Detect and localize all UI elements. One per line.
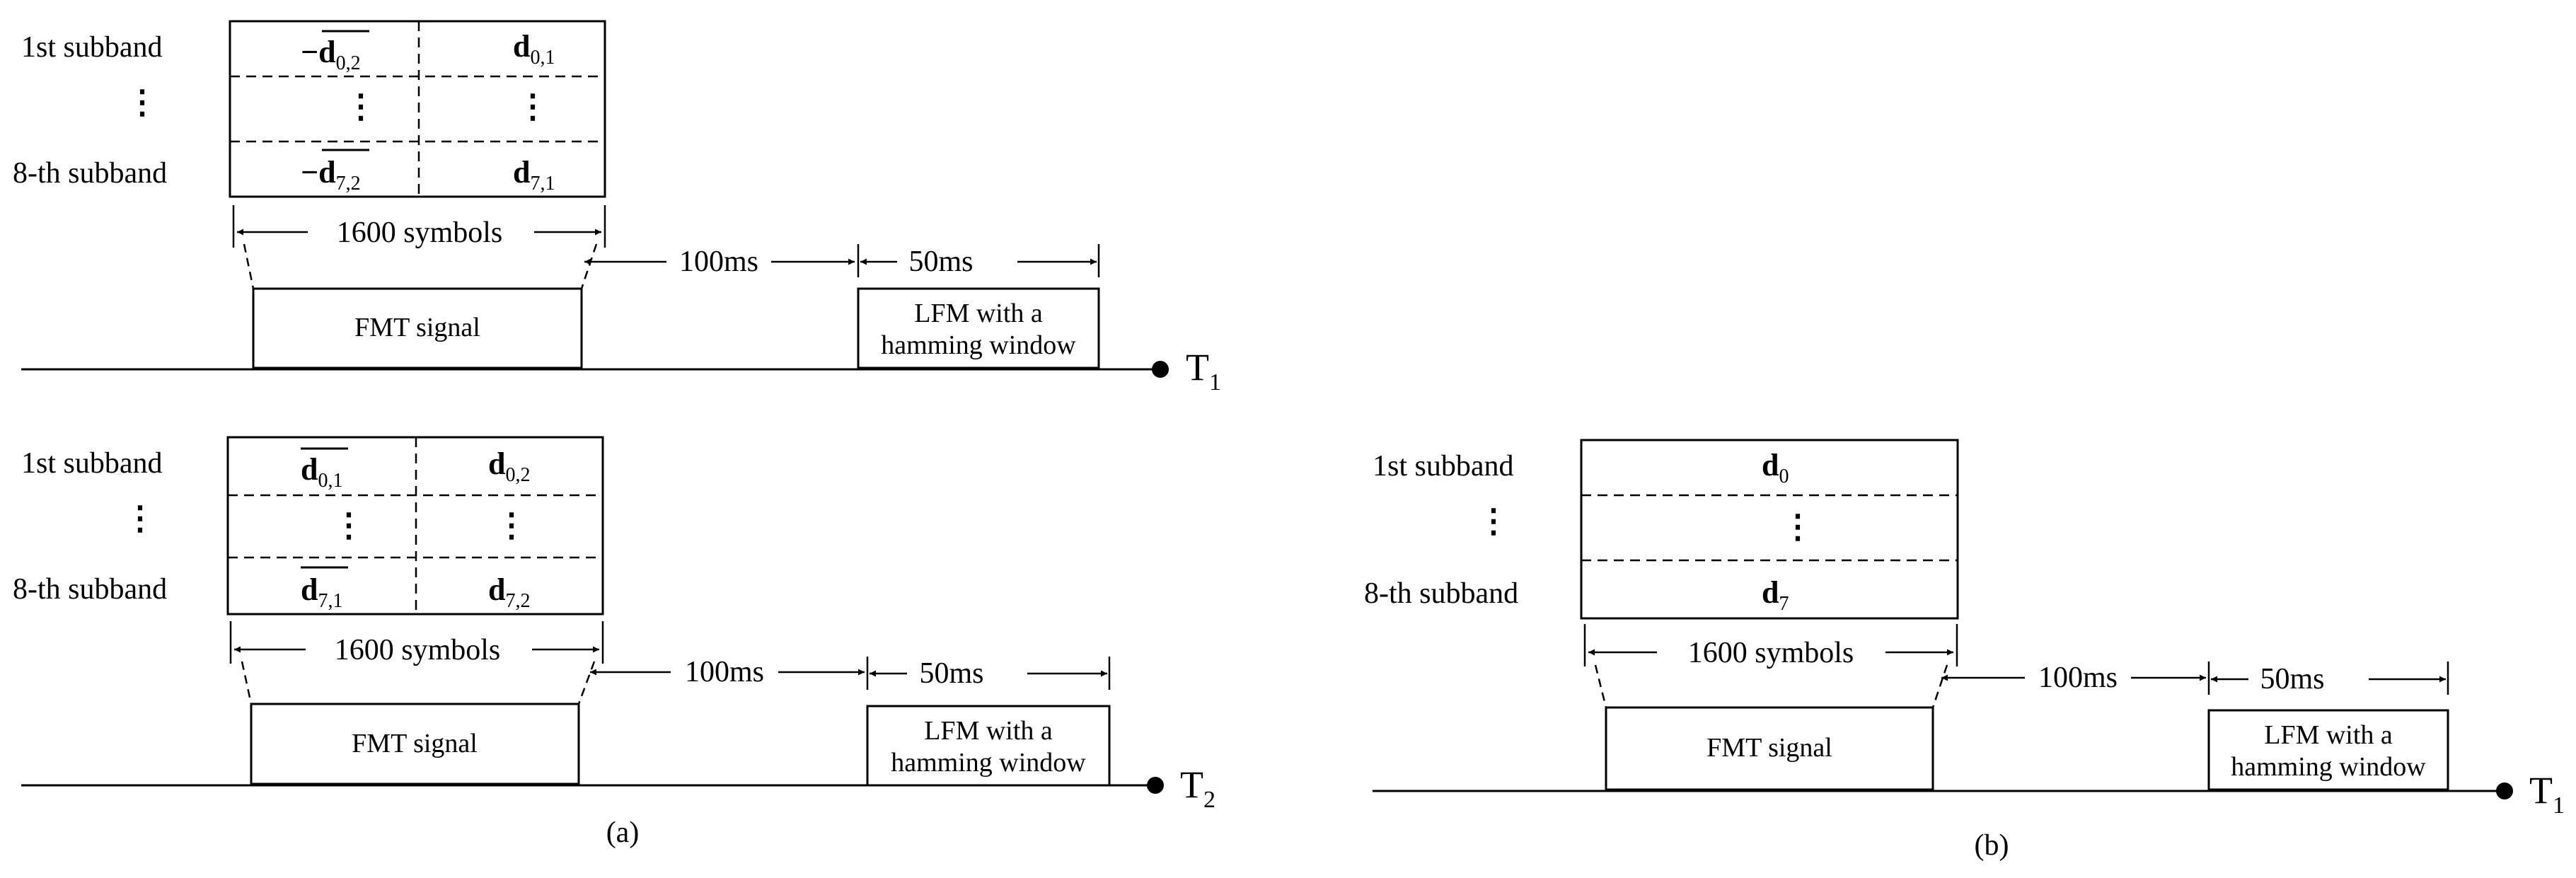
row-label-last-subband: 8-th subband: [13, 573, 167, 606]
row-label-dots: ⋮: [126, 84, 158, 120]
cell-dots: ⋮: [1781, 509, 1814, 545]
lfm-box-line1: LFM with a: [924, 716, 1053, 746]
terminal-label: T1: [1186, 346, 1221, 395]
trapezoid-edge: [243, 243, 255, 289]
lfm-box-line1: LFM with a: [914, 299, 1043, 328]
fmt-signal-box: [250, 703, 580, 785]
trapezoid-edge: [1931, 664, 1948, 708]
cell-d-7-1: d7,1: [513, 155, 555, 195]
fmt-signal-box: [1605, 706, 1934, 791]
diagram-a-bottom: 1st subband ⋮ 8-th subband d0,1 d0,2 ⋮ ⋮…: [13, 436, 1215, 813]
cell-d-0-2: d0,2: [488, 446, 530, 486]
row-label-dots: ⋮: [124, 500, 156, 536]
fmt-signal-box: [252, 287, 583, 369]
symbols-label: 1600 symbols: [337, 216, 503, 249]
row-label-last-subband: 8-th subband: [1364, 577, 1518, 610]
lfm-box-line2: hamming window: [881, 330, 1076, 360]
diagram-a-top: 1st subband ⋮ 8-th subband −d0,2 d0,1 ⋮ …: [13, 20, 1221, 395]
terminal-dot: [1152, 361, 1169, 378]
symbols-label: 1600 symbols: [1688, 637, 1854, 669]
lfm-box-line2: hamming window: [891, 748, 1086, 778]
fmt-signal-label: FMT signal: [1706, 733, 1832, 763]
terminal-dot: [1147, 777, 1164, 794]
cell-d-0: d0: [1762, 448, 1789, 487]
trapezoid-edge: [241, 661, 253, 705]
diagram-b: 1st subband ⋮ 8-th subband d0 ⋮ d7 1600 …: [1364, 439, 2565, 819]
cell-d-7-2-neg-conj: −d7,2: [301, 155, 361, 195]
fmt-signal-label: FMT signal: [354, 313, 480, 342]
cell-dots: ⋮: [516, 88, 549, 125]
cell-dots: ⋮: [333, 507, 365, 543]
gap-label: 100ms: [2038, 662, 2118, 694]
cell-dots: ⋮: [495, 507, 528, 543]
row-label-first-subband: 1st subband: [1373, 450, 1514, 483]
trapezoid-edge: [1594, 664, 1607, 708]
lfm-box-line1: LFM with a: [2264, 720, 2393, 750]
cell-d-0-2-neg-conj: −d0,2: [301, 35, 361, 74]
cell-d-0-1: d0,1: [513, 29, 555, 69]
lfm-box-line2: hamming window: [2231, 752, 2426, 782]
row-label-last-subband: 8-th subband: [13, 157, 167, 190]
lfm-box: [2207, 709, 2449, 791]
fmt-signal-label: FMT signal: [352, 729, 478, 758]
trapezoid-edge: [580, 243, 598, 289]
row-label-dots: ⋮: [1477, 503, 1510, 539]
gap-label: 100ms: [685, 656, 764, 688]
trapezoid-edge: [577, 661, 596, 705]
row-label-first-subband: 1st subband: [21, 31, 163, 64]
cell-dots: ⋮: [345, 88, 377, 125]
row-label-first-subband: 1st subband: [21, 447, 163, 480]
cell-d-7-1-conj: d7,1: [301, 572, 342, 612]
symbols-label: 1600 symbols: [335, 634, 501, 666]
terminal-label: T2: [1180, 763, 1215, 813]
caption-a: (a): [606, 816, 640, 849]
cell-d-7: d7: [1762, 575, 1789, 615]
gap-label: 100ms: [679, 246, 758, 278]
caption-b: (b): [1975, 829, 2009, 862]
cell-d-0-1-conj: d0,1: [301, 452, 342, 492]
lfm-box: [857, 287, 1100, 369]
subband-grid: [229, 20, 606, 198]
cell-d-7-2: d7,2: [488, 572, 530, 612]
lfm-duration-label: 50ms: [919, 657, 983, 690]
terminal-label: T1: [2529, 769, 2565, 819]
subband-grid: [1580, 439, 1959, 620]
lfm-duration-label: 50ms: [2260, 663, 2324, 695]
lfm-duration-label: 50ms: [908, 246, 973, 278]
terminal-dot: [2496, 782, 2513, 799]
